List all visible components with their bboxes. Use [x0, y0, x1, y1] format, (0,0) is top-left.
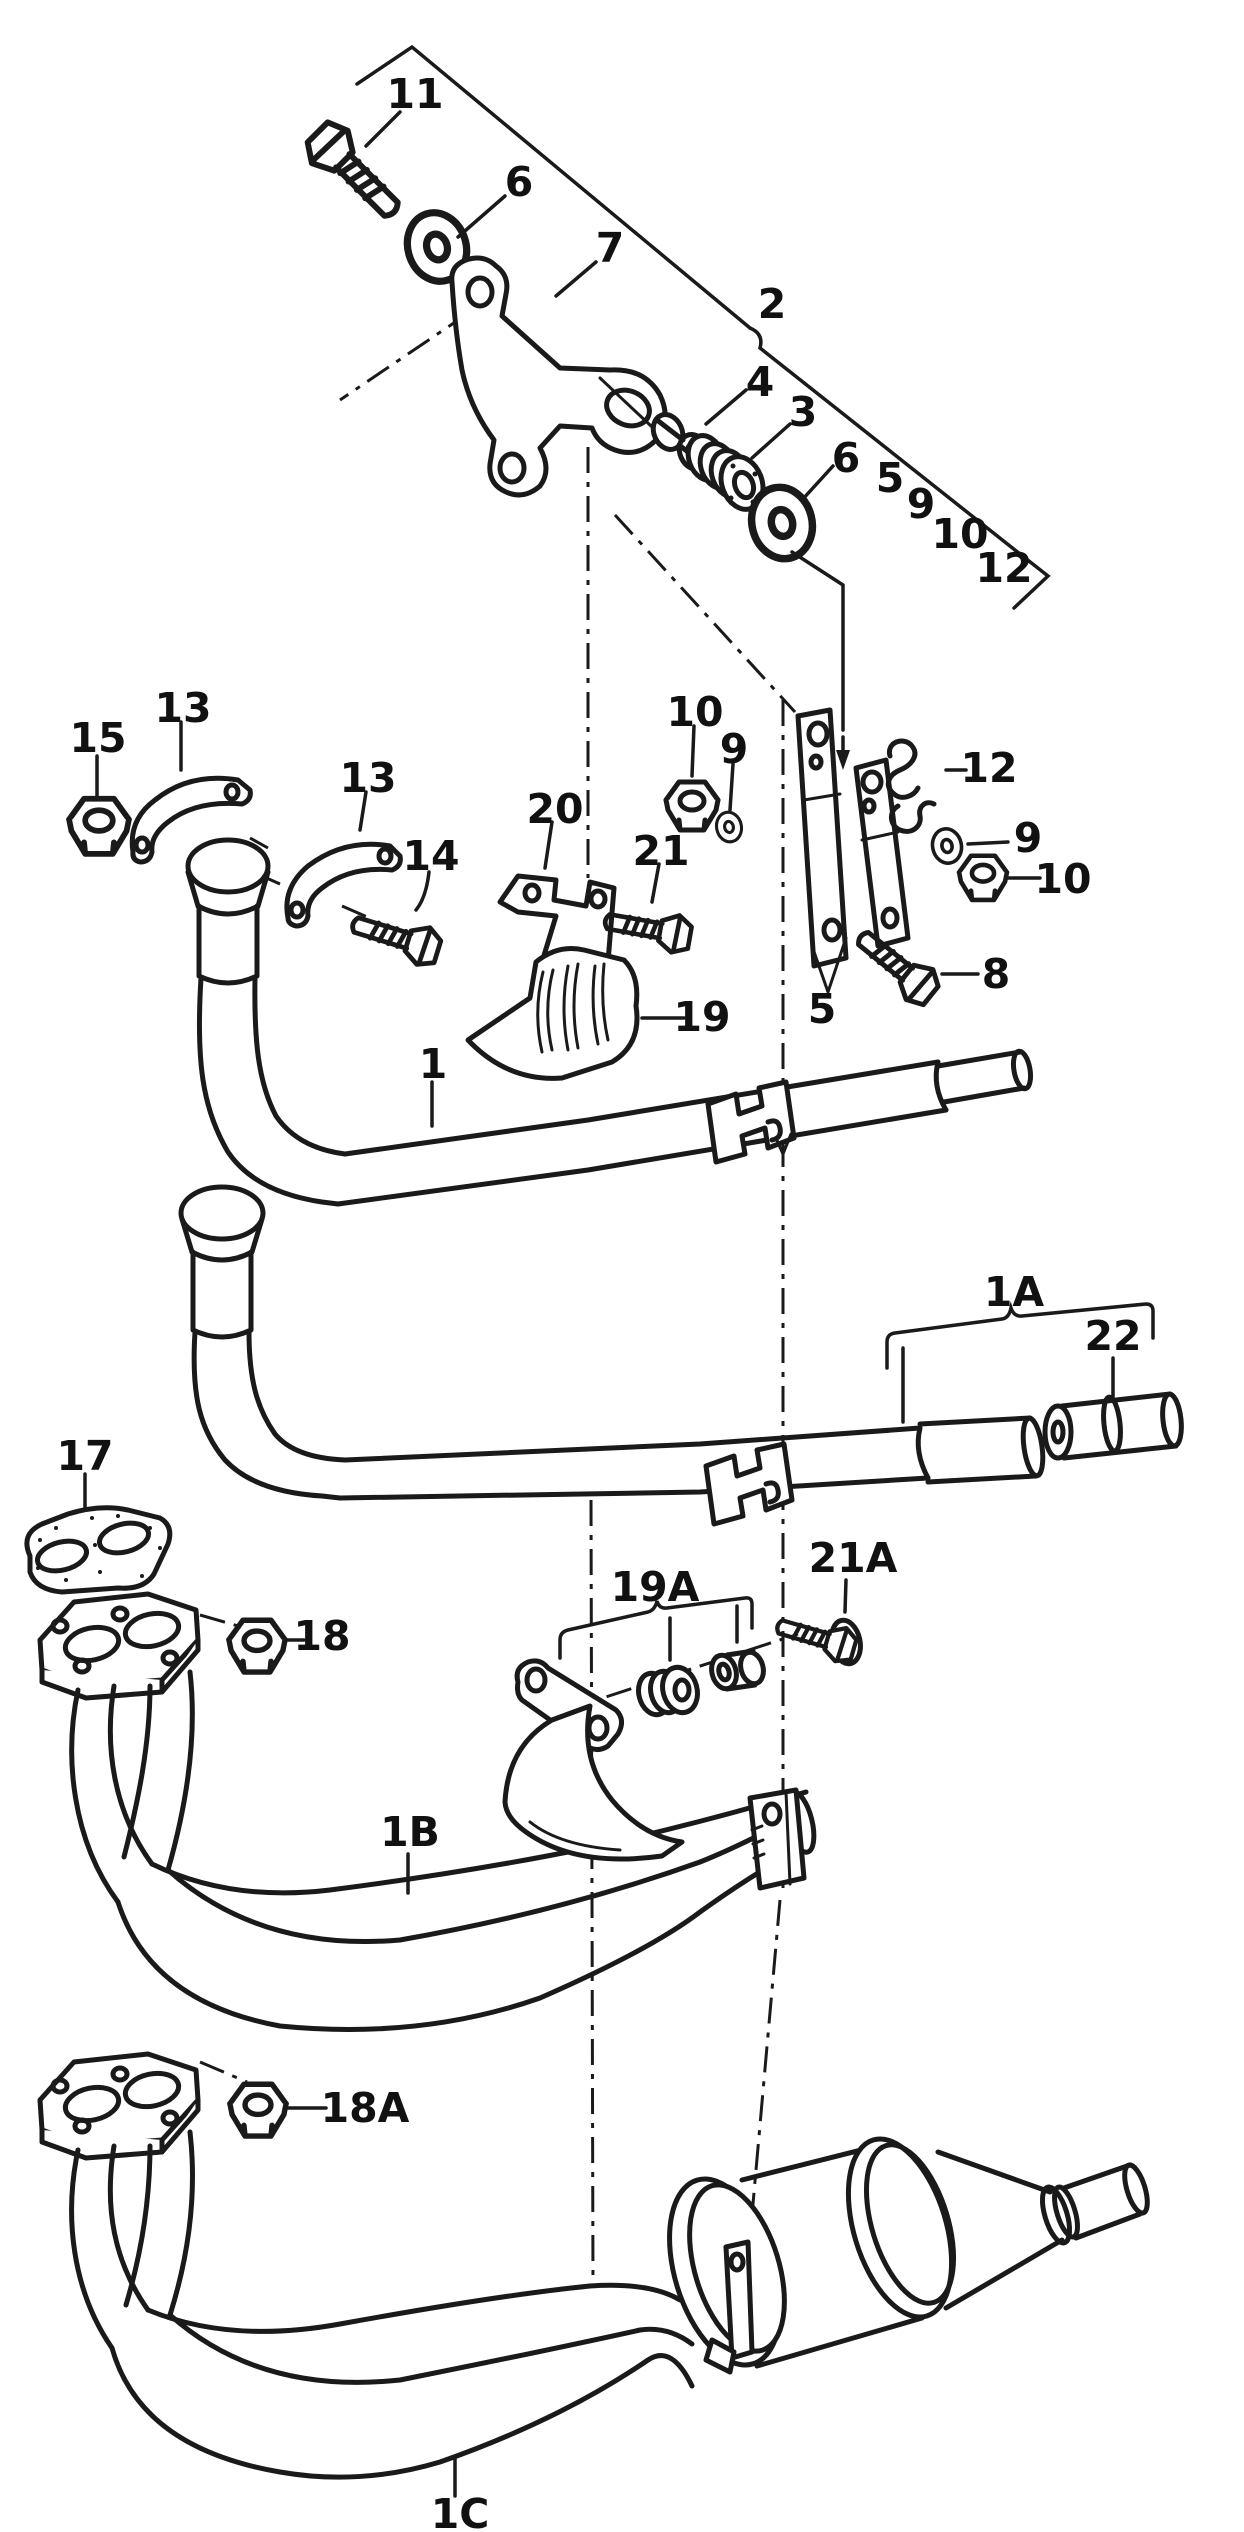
callout-8: 8: [982, 950, 1011, 998]
callout-10-right: 10: [1034, 855, 1091, 903]
callout-13-right: 13: [339, 754, 396, 802]
washer-9-middle: [712, 808, 746, 846]
bolt-11: [299, 116, 411, 228]
callout-19A: 19A: [611, 1563, 700, 1611]
callout-14: 14: [402, 832, 459, 880]
downpipe-1B: [40, 1594, 817, 2032]
gasket-17: [24, 1505, 173, 1595]
rubber-bushing-3: [685, 433, 766, 512]
callout-5-strap: 5: [808, 985, 837, 1033]
bolt-21: [602, 903, 693, 955]
front-exhaust-pipe-1A: [178, 1184, 1046, 1501]
nut-15: [69, 799, 129, 854]
washer-6-lower: [744, 481, 850, 770]
bushing-19A: [636, 1664, 700, 1718]
spacer-sleeve-19A: [709, 1648, 766, 1692]
assembly-bracket-line: [355, 44, 1051, 610]
skid-plate-19: [465, 946, 640, 1081]
clamp-13-right: [284, 841, 403, 929]
callout-9-middle: 9: [720, 725, 749, 773]
sleeve-22: [1042, 1391, 1184, 1461]
callout-17: 17: [56, 1432, 113, 1480]
s-hook-12: [885, 738, 937, 834]
callout-19: 19: [673, 993, 730, 1041]
washer-9-right: [927, 824, 967, 868]
front-exhaust-pipe-1: [185, 837, 1034, 1207]
nut-10-middle: [666, 782, 718, 830]
callout-9-list: 9: [907, 480, 936, 528]
callout-21: 21: [632, 827, 689, 875]
callout-21A: 21A: [809, 1534, 898, 1582]
callout-18: 18: [293, 1612, 350, 1660]
callout-10-middle: 10: [666, 688, 723, 736]
shield-19A: [502, 1703, 685, 1862]
callout-20: 20: [526, 785, 583, 833]
pipe-1A-clamp-bracket: [706, 1444, 792, 1524]
callout-6-lower: 6: [832, 434, 861, 482]
callout-4: 4: [746, 358, 775, 406]
callout-labels: 11 6 7 2 4 3 6 5 9 10 12 15 13 13 14 20 …: [56, 70, 1141, 2532]
callout-15: 15: [69, 714, 126, 762]
callout-1B: 1B: [380, 1808, 440, 1856]
callout-2: 2: [758, 280, 787, 328]
callout-6-upper: 6: [505, 158, 534, 206]
callout-10-list: 10: [931, 510, 988, 558]
nut-18A: [230, 2084, 286, 2136]
callout-13-left: 13: [154, 684, 211, 732]
pipe-1B-hanger-tab: [747, 1787, 807, 1891]
callout-1A: 1A: [984, 1268, 1045, 1316]
catalytic-converter: [667, 2136, 1150, 2375]
callout-22: 22: [1084, 1312, 1141, 1360]
callout-1: 1: [419, 1040, 448, 1088]
callout-11: 11: [386, 70, 443, 118]
clamp-13-left: [129, 775, 253, 865]
callout-12-hook: 12: [960, 744, 1017, 792]
callout-18A: 18A: [321, 2084, 410, 2132]
bracket-1A-dimension: [885, 1301, 1155, 1424]
bracket-19A-dimension: [558, 1596, 754, 1662]
nut-18: [229, 1620, 285, 1672]
bolt-21A: [773, 1610, 863, 1667]
downpipe-1C: [40, 2054, 695, 2480]
center-lines: [199, 310, 799, 2289]
callout-5-list: 5: [876, 454, 905, 502]
callout-3: 3: [789, 388, 818, 436]
callout-12-list: 12: [975, 544, 1032, 592]
callout-1C: 1C: [431, 2490, 490, 2532]
nut-10-right: [959, 856, 1007, 900]
support-bracket-7: [449, 255, 670, 498]
callout-7: 7: [596, 224, 625, 272]
callout-leaders: [83, 110, 1042, 2498]
callout-9-right: 9: [1014, 814, 1043, 862]
hanger-strap-5: [795, 707, 911, 994]
